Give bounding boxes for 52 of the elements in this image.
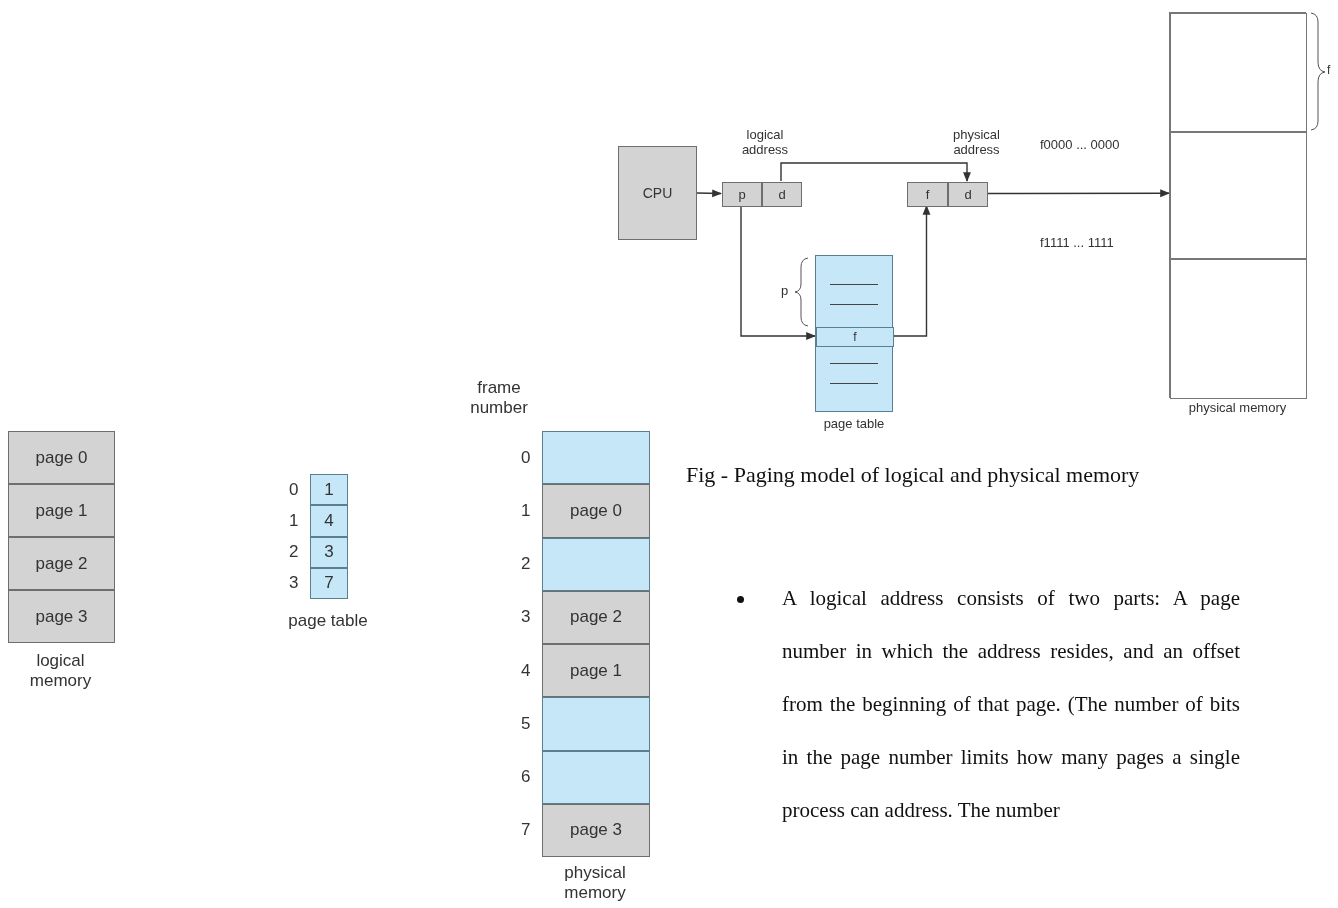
memory-frame <box>1170 13 1307 132</box>
memory-label: physical memory <box>1187 401 1288 416</box>
address-field: p <box>722 182 762 207</box>
frame-number: 3 <box>289 573 299 594</box>
cell-text: 4 <box>324 510 334 531</box>
brace-label: f <box>1327 64 1331 78</box>
frame-number: 7 <box>521 820 531 841</box>
table-entry: f <box>816 327 894 347</box>
address-range-label: f1111 ... 1111 <box>1040 236 1114 251</box>
cpu-box: CPU <box>618 146 697 240</box>
cell-text: 7 <box>324 573 334 594</box>
cell-text: page 3 <box>570 820 622 841</box>
column-heading: frame number <box>469 378 529 418</box>
memory-page: page 3 <box>8 590 115 643</box>
cell-text: page 2 <box>570 607 622 628</box>
memory-label: logical memory <box>28 651 93 691</box>
frame-number: 0 <box>289 479 299 500</box>
cell-text: 1 <box>324 479 334 500</box>
frame-number: 2 <box>289 542 299 563</box>
frame-number: 1 <box>289 510 299 531</box>
frame-number: 1 <box>521 500 531 521</box>
arrow <box>740 205 816 340</box>
figure-caption: Fig - Paging model of logical and physical memory <box>686 461 1141 489</box>
brace-label: p <box>781 284 789 299</box>
memory-label: page table <box>822 417 886 432</box>
address-label: logical address <box>740 128 790 158</box>
address-range-label: f0000 ... 0000 <box>1040 138 1120 153</box>
frame-number: 3 <box>521 607 531 628</box>
address-field: d <box>948 182 988 207</box>
memory-page: page 1 <box>8 484 115 537</box>
frame-number: 4 <box>521 660 531 681</box>
cell-text: 3 <box>324 542 334 563</box>
memory-page: page 0 <box>8 431 115 484</box>
frame-number: 0 <box>521 447 531 468</box>
frame-number: 5 <box>521 713 531 734</box>
frame-number: 6 <box>521 767 531 788</box>
arrow <box>892 205 931 337</box>
arrow <box>780 162 971 182</box>
address-field: f <box>907 182 948 207</box>
memory-label: page table <box>287 611 369 631</box>
cell-text: page 1 <box>570 660 622 681</box>
address-label: physical address <box>952 128 1001 158</box>
memory-frame <box>1170 132 1307 259</box>
paragraph: A logical address consists of two parts: A page number in which the address resides, and an offset from the beginning of that page. (The number of bits in the page number limits how many pages a single process can address. The number <box>782 585 1240 824</box>
arrow <box>986 189 1170 198</box>
memory-frame <box>1170 259 1307 399</box>
address-field: d <box>762 182 802 207</box>
frame-number: 2 <box>521 554 531 575</box>
arrow <box>696 189 722 198</box>
memory-page: page 2 <box>8 537 115 590</box>
cell-text: page 0 <box>570 500 622 521</box>
memory-label: physical memory <box>563 863 627 903</box>
